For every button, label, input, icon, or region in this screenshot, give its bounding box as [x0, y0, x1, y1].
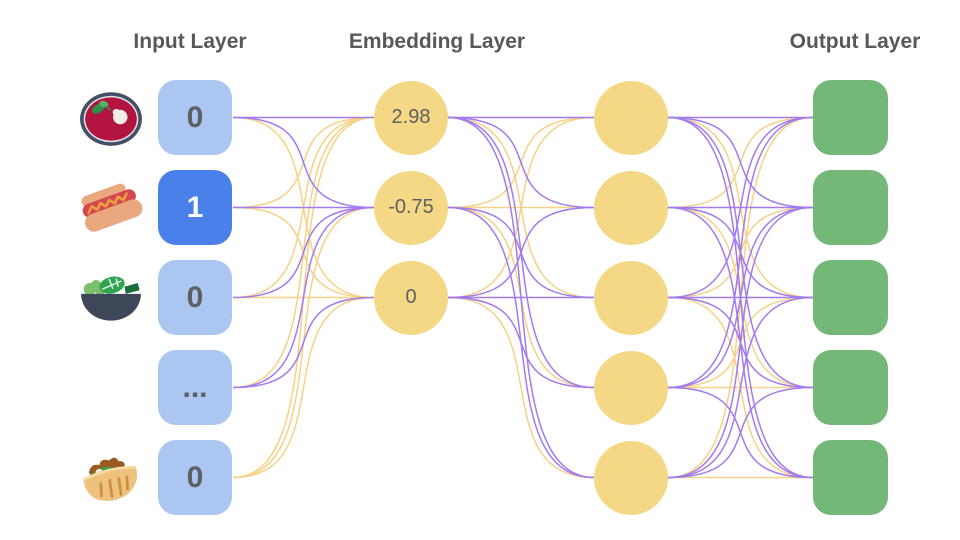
input-node-3: ... — [158, 350, 232, 425]
input-layer-title: Input Layer — [133, 30, 247, 53]
output-layer-title: Output Layer — [789, 30, 921, 53]
connection-wire — [232, 116, 375, 209]
embedding-node-1: -0.75 — [374, 170, 448, 245]
connection-wire — [667, 116, 814, 209]
hidden-node-0 — [594, 80, 668, 155]
connection-wire — [232, 296, 375, 479]
connection-wire — [667, 116, 814, 389]
output-node-3 — [813, 350, 888, 425]
connection-wire — [232, 296, 375, 389]
connection-wire — [447, 206, 595, 299]
connection-wire — [447, 116, 595, 299]
connection-wire — [447, 296, 595, 389]
embedding-node-2: 0 — [374, 260, 448, 335]
hot-dog-icon — [78, 175, 144, 241]
input-node-2: 0 — [158, 260, 232, 335]
output-node-1 — [813, 170, 888, 245]
input-node-1: 1 — [158, 170, 232, 245]
connection-wire — [667, 386, 814, 479]
hidden-node-2 — [594, 260, 668, 335]
connection-wire — [667, 296, 814, 479]
connection-wire — [667, 206, 814, 479]
output-node-2 — [813, 260, 888, 335]
embedding-layer-title: Embedding Layer — [348, 30, 526, 53]
hidden-node-4 — [594, 440, 668, 515]
borscht-soup-icon — [78, 85, 144, 151]
connection-wire — [232, 206, 375, 299]
connection-wire — [447, 296, 595, 479]
embedding-node-0: 2.98 — [374, 80, 448, 155]
input-node-4: 0 — [158, 440, 232, 515]
output-node-0 — [813, 80, 888, 155]
hidden-node-1 — [594, 170, 668, 245]
hidden-node-3 — [594, 350, 668, 425]
connection-wire — [447, 116, 595, 209]
connection-wire — [667, 206, 814, 389]
connection-wire — [232, 206, 375, 389]
connection-wire — [667, 116, 814, 299]
green-salad-icon — [78, 265, 144, 331]
stuffed-flatbread-icon — [78, 445, 144, 511]
output-node-4 — [813, 440, 888, 515]
input-node-0: 0 — [158, 80, 232, 155]
